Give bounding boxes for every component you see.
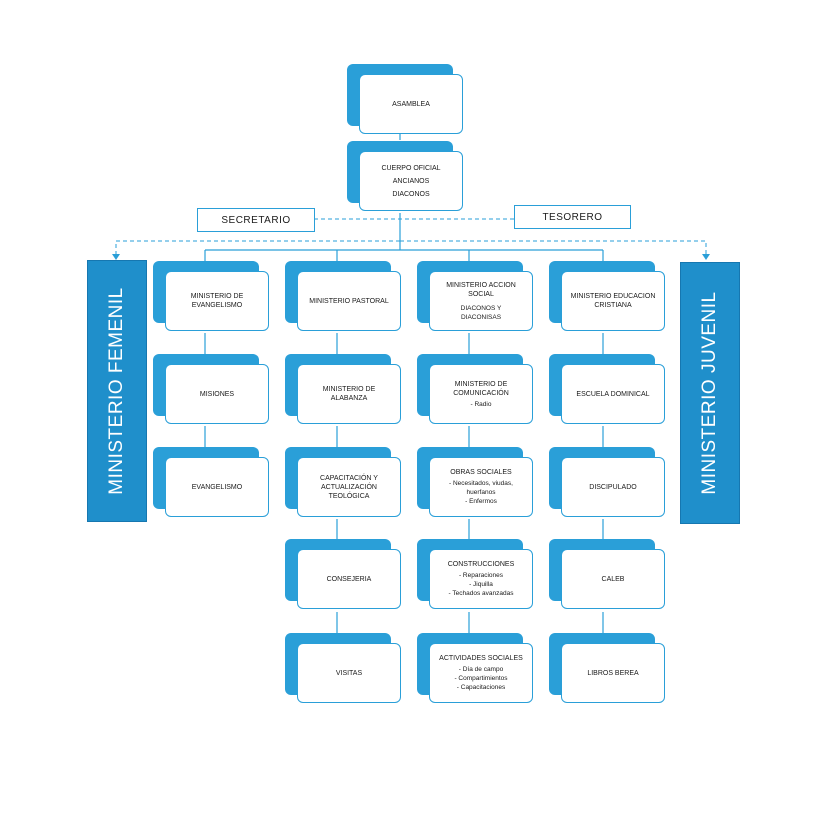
node-title: DISCIPULADO (589, 483, 637, 491)
node-col3-row2: MINISTERIO DE COMUNICACIÓN - Radio (417, 354, 535, 426)
node-col4-row5: LIBROS BEREA (549, 633, 667, 705)
dashed-to-juvenil (400, 240, 707, 256)
node-col3-row3: OBRAS SOCIALES - Necesitados, viudas, hue… (417, 447, 535, 519)
node-title: MINISTERIO DE ALABANZA (322, 386, 376, 402)
node-title: CAPACITACIÓN Y ACTUALIZACIÓN TEOLÓGICA (320, 474, 378, 500)
node-item: - Compartimientos (454, 675, 508, 682)
node-item: - Enfermos (465, 498, 497, 505)
node-item-list: DIACONOS Y DIACONISAS (461, 301, 502, 322)
node-title: OBRAS SOCIALES (450, 469, 512, 476)
node-item: - Reparaciones (458, 572, 504, 579)
node-title: MINISTERIO DE COMUNICACIÓN (453, 380, 509, 397)
node-title: LIBROS BEREA (587, 669, 639, 677)
node-title: MINISTERIO ACCION SOCIAL (446, 281, 516, 298)
side-panel-juvenil: MINISTERIO JUVENIL (680, 262, 740, 524)
node-item-list: - Día de campo - Compartimientos - Capacit… (454, 665, 507, 692)
node-col3-row5: ACTIVIDADES SOCIALES - Día de campo - Comp… (417, 633, 535, 705)
node-item: - Día de campo (458, 666, 504, 673)
node-col1-row3: EVANGELISMO (153, 447, 271, 519)
node-item: - Radio (470, 400, 492, 408)
dashed-to-femenil (115, 240, 400, 256)
side-panel-femenil: MINISTERIO FEMENIL (87, 260, 147, 522)
node-title: CUERPO OFICIAL ANCIANOS DIACONOS (381, 164, 441, 198)
node-title: CONSTRUCCIONES (447, 561, 515, 568)
node-col4-row2: ESCUELA DOMINICAL (549, 354, 667, 426)
node-asamblea: ASAMBLEA (347, 64, 465, 136)
node-col2-row1: MINISTERIO PASTORAL (285, 261, 403, 333)
node-title: CONSEJERIA (326, 575, 372, 583)
node-item: - Jiquilla (469, 581, 493, 588)
node-title: VISITAS (335, 669, 363, 677)
node-col1-row1: MINISTERIO DE EVANGELISMO (153, 261, 271, 333)
node-title: MISIONES (199, 390, 235, 398)
node-col2-row3: CAPACITACIÓN Y ACTUALIZACIÓN TEOLÓGICA (285, 447, 403, 519)
node-title: EVANGELISMO (191, 483, 243, 491)
node-col2-row2: MINISTERIO DE ALABANZA (285, 354, 403, 426)
node-col2-row5: VISITAS (285, 633, 403, 705)
node-col1-row2: MISIONES (153, 354, 271, 426)
arrow-down-icon (702, 254, 710, 260)
node-col3-row4: CONSTRUCCIONES- Reparaciones- Jiquilla- … (417, 539, 535, 611)
node-item: - Capacitaciones (456, 684, 506, 691)
arrow-down-icon (112, 254, 120, 260)
node-col4-row4: CALEB (549, 539, 667, 611)
side-label-femenil: MINISTERIO FEMENIL (106, 287, 127, 495)
node-title: ACTIVIDADES SOCIALES (439, 655, 523, 662)
node-title: MINISTERIO PASTORAL (309, 297, 389, 305)
node-item-list: - Necesitados, viudas, huerfanos - Enferm… (449, 479, 513, 506)
side-label-juvenil: MINISTERIO JUVENIL (699, 291, 720, 495)
node-item-list: - Reparaciones - Jiquilla - Techados avanz… (449, 571, 514, 598)
node-col4-row3: DISCIPULADO (549, 447, 667, 519)
node-title: MINISTERIO DE EVANGELISMO (190, 293, 244, 309)
node-item-list: - Radio (471, 400, 492, 409)
node-title: ASAMBLEA (392, 100, 430, 108)
node-col4-row1: MINISTERIO EDUCACION CRISTIANA (549, 261, 667, 333)
node-cuerpo-oficial: CUERPO OFICIAL ANCIANOS DIACONOS (347, 141, 465, 213)
node-title: ESCUELA DOMINICAL (576, 390, 650, 398)
node-col2-row4: CONSEJERIA (285, 539, 403, 611)
node-secretario: SECRETARIO (197, 208, 315, 232)
node-title: MINISTERIO EDUCACION CRISTIANA (570, 293, 656, 309)
node-tesorero: TESORERO (514, 205, 631, 229)
node-col3-row1: MINISTERIO ACCION SOCIAL DIACONOS Y DIACO… (417, 261, 535, 333)
node-title: CALEB (601, 575, 625, 583)
node-item: - Necesitados, viudas, huerfanos (449, 480, 513, 496)
node-item: - Techados avanzadas (448, 590, 514, 597)
node-item: DIACONOS Y DIACONISAS (460, 304, 502, 321)
